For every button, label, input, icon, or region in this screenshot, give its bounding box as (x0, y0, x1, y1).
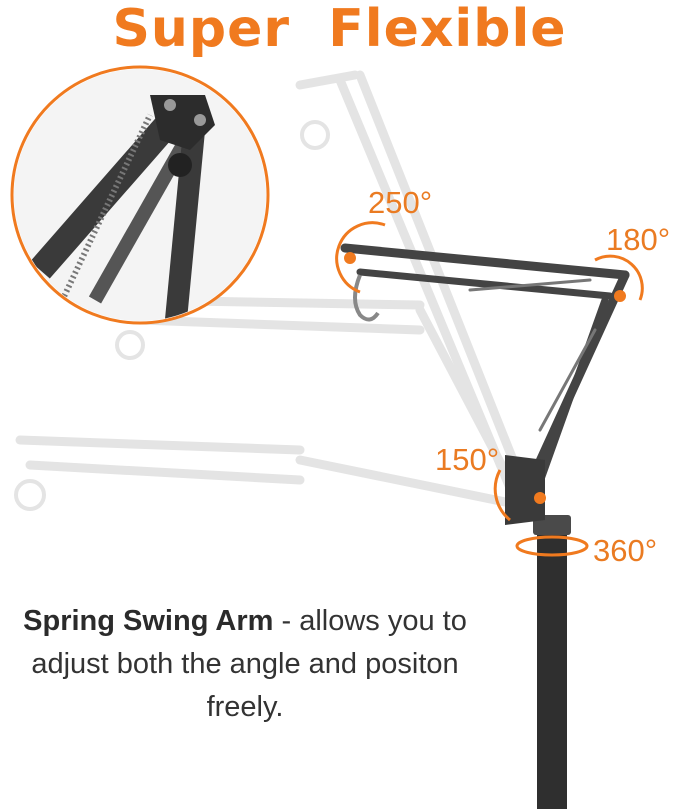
angle-label-180: 180° (606, 222, 671, 257)
angle-label-250: 250° (368, 185, 433, 220)
pivot-markers (344, 252, 626, 504)
feature-text: - allows you to adjust both the angle an… (31, 605, 467, 723)
base-bracket (505, 455, 545, 525)
detail-zoom-circle (10, 65, 270, 325)
angle-label-150: 150° (435, 442, 500, 477)
stand-pole (537, 528, 567, 809)
feature-name: Spring Swing Arm (23, 605, 274, 637)
rotation-arrows (335, 221, 644, 557)
angle-label-360: 360° (593, 533, 658, 568)
page-title: Super Flexible (112, 0, 567, 59)
mount-hook (353, 274, 380, 322)
feature-description: Spring Swing Arm - allows you to adjust … (0, 600, 490, 729)
